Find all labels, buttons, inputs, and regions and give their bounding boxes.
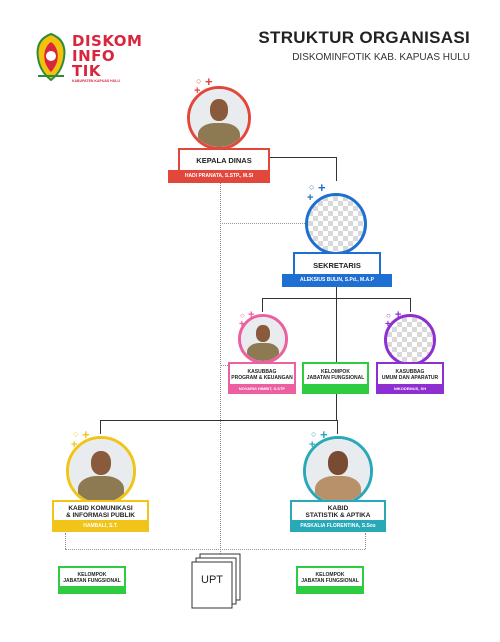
plus-decoration-icon: + — [318, 180, 326, 195]
node-role: SEKRETARIS — [313, 261, 361, 270]
node-role-line: JABATAN FUNGSIONAL — [63, 578, 121, 584]
node-role-line: KELOMPOK — [321, 369, 350, 375]
plus-decoration-icon: + — [205, 74, 213, 89]
logo-line-1: DISKOM — [72, 32, 143, 50]
connector — [100, 420, 101, 434]
circle-decoration-icon: ○ — [311, 429, 317, 439]
photo-kasubbag-program — [238, 314, 288, 364]
node-kepala-dinas: KEPALA DINAS — [178, 148, 270, 170]
name-bar-sekretaris: ALEKSIUS BULIN, S.Pd., M.A.P — [282, 274, 392, 287]
dotted-connector — [65, 549, 365, 550]
node-role-line: KABID KOMUNIKASI — [68, 505, 133, 512]
document-stack-icon — [191, 553, 241, 609]
logo-line-3: TIK — [72, 62, 101, 80]
node-role: KEPALA DINAS — [196, 156, 252, 165]
node-kasubbag-umum: KASUBBAG UMUM DAN APARATUR — [376, 362, 444, 384]
plus-decoration-icon: + — [248, 309, 255, 321]
logo — [32, 32, 70, 82]
circle-decoration-icon: ○ — [196, 76, 202, 86]
circle-decoration-icon: ○ — [309, 182, 315, 192]
name-bar-kasubbag-umum: NIKODEMUS, SH — [376, 384, 444, 394]
connector — [336, 287, 337, 298]
node-role-line: PROGRAM & KEUANGAN — [231, 375, 293, 381]
node-role-line: KELOMPOK — [315, 572, 345, 578]
photo-kasubbag-umum-placeholder — [384, 314, 436, 366]
logo-wordmark: DISKOM INFO TIK KABUPATEN KAPUAS HULU — [72, 32, 143, 84]
connector — [262, 298, 263, 312]
node-kabid-kip: KABID KOMUNIKASI & INFORMASI PUBLIK — [52, 500, 149, 520]
name-bar-kepala-dinas: HADI PRANATA, S.STP., M.SI — [168, 170, 270, 183]
connector — [270, 157, 336, 158]
node-kelompok-fungsional: KELOMPOK JABATAN FUNGSIONAL — [302, 362, 369, 384]
node-sekretaris: SEKRETARIS — [293, 252, 381, 274]
plus-decoration-icon: + — [307, 192, 314, 204]
name-bar-kelompok — [302, 384, 369, 394]
circle-decoration-icon: ○ — [73, 429, 79, 439]
node-kelompok-fungsional-statistik: KELOMPOK JABATAN FUNGSIONAL — [296, 566, 364, 586]
plus-decoration-icon: + — [395, 309, 402, 321]
node-role-line: STATISTIK & APTIKA — [305, 512, 371, 519]
circle-decoration-icon: ○ — [240, 311, 245, 320]
dotted-connector — [365, 533, 366, 549]
photo-kepala-dinas — [187, 86, 251, 150]
node-kabid-statistik: KABID STATISTIK & APTIKA — [290, 500, 386, 520]
photo-kabid-statistik — [303, 436, 373, 506]
page-subtitle: DISKOMINFOTIK KAB. KAPUAS HULU — [292, 52, 470, 63]
name-bar-kabid-kip: HAMBALI, S.T. — [52, 520, 149, 532]
photo-sekretaris-placeholder — [305, 193, 367, 255]
name-bar-kabid-statistik: PASKALIA FLORENTINA, S.Sos — [290, 520, 386, 532]
photo-kabid-kip — [66, 436, 136, 506]
plus-decoration-icon: + — [320, 427, 328, 442]
node-role-line: KELOMPOK — [77, 572, 107, 578]
node-upt: UPT — [188, 552, 244, 610]
dotted-connector — [65, 533, 66, 549]
node-role-line: UMUM DAN APARATUR — [381, 375, 439, 381]
node-kasubbag-program: KASUBBAG PROGRAM & KEUANGAN — [228, 362, 296, 384]
dotted-connector — [220, 183, 221, 568]
node-role-line: KASUBBAG — [395, 369, 425, 375]
upt-label: UPT — [201, 574, 223, 586]
page-title: STRUKTUR ORGANISASI — [258, 28, 470, 47]
node-role-line: KABID — [327, 505, 349, 512]
connector — [337, 420, 338, 434]
connector — [336, 157, 337, 181]
circle-decoration-icon: ○ — [386, 311, 391, 320]
node-role-line: JABATAN FUNGSIONAL — [306, 375, 365, 381]
connector — [100, 420, 338, 421]
name-bar-kasubbag-program: NOVARIS HIMBIT, S.STP — [228, 384, 296, 394]
connector — [410, 298, 411, 312]
plus-decoration-icon: + — [82, 427, 90, 442]
logo-subtitle: KABUPATEN KAPUAS HULU — [72, 79, 120, 83]
node-role-line: KASUBBAG — [247, 369, 277, 375]
node-role-line: & INFORMASI PUBLIK — [66, 512, 135, 519]
dotted-connector — [220, 223, 305, 224]
logo-line-2: INFO — [72, 47, 116, 65]
name-bar-kelompok — [58, 586, 126, 594]
node-kelompok-fungsional-kip: KELOMPOK JABATAN FUNGSIONAL — [58, 566, 126, 586]
name-bar-kelompok — [296, 586, 364, 594]
kapuas-hulu-emblem-icon — [36, 32, 66, 82]
connector — [336, 298, 337, 364]
node-role-line: JABATAN FUNGSIONAL — [301, 578, 359, 584]
